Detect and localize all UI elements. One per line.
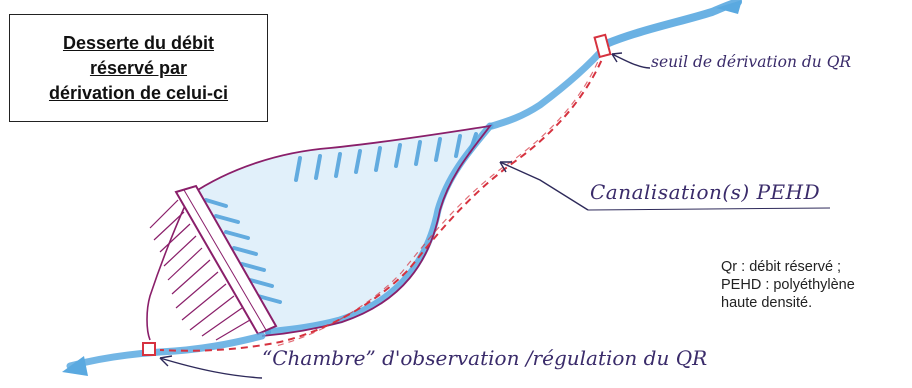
title-line-2: réservé par bbox=[89, 57, 188, 78]
flow-arrow-top bbox=[716, 0, 742, 14]
title-line-3: dérivation de celui-ci bbox=[48, 82, 229, 103]
legend-line-2: PEHD : polyéthylène bbox=[721, 277, 855, 293]
pointer-pipe-head bbox=[499, 161, 512, 173]
pointer-chamber bbox=[159, 357, 263, 379]
stream-channel bbox=[488, 42, 610, 130]
label-weir: seuil de dérivation du QR bbox=[651, 53, 852, 71]
pipeline-pehd bbox=[159, 49, 607, 352]
reservoir-bank-right bbox=[264, 122, 494, 336]
title-line-1: Desserte du débit bbox=[62, 32, 215, 53]
dam bbox=[174, 184, 278, 336]
weir-box bbox=[593, 33, 612, 59]
pointer-weir-head bbox=[611, 52, 623, 63]
legend-line-1: Qr : débit réservé ; bbox=[721, 259, 842, 275]
pointer-chamber-head bbox=[159, 355, 173, 367]
dam-downstream-hatching bbox=[149, 199, 251, 341]
legend-line-3: haute densité. bbox=[721, 295, 813, 311]
reservoir-water bbox=[190, 126, 490, 332]
observation-chamber bbox=[142, 342, 156, 356]
pointer-weir bbox=[611, 53, 651, 69]
flow-arrow-bottom bbox=[62, 356, 88, 376]
label-pipeline: Canalisation(s) PEHD bbox=[590, 180, 821, 204]
valley-outline-left bbox=[146, 194, 191, 341]
pointer-pipe bbox=[499, 161, 589, 211]
label-chamber: “Chambre” d'observation /régulation du Q… bbox=[262, 346, 708, 370]
reservoir-hatching bbox=[204, 132, 478, 304]
valley-outline bbox=[189, 124, 493, 337]
label-underline-pipe bbox=[587, 207, 831, 211]
diagram-title-box: Desserte du débit réservé par dérivation… bbox=[9, 14, 268, 122]
legend-text: Qr : débit réservé ; PEHD : polyéthylène… bbox=[721, 258, 855, 312]
stream-downstream bbox=[66, 332, 266, 370]
